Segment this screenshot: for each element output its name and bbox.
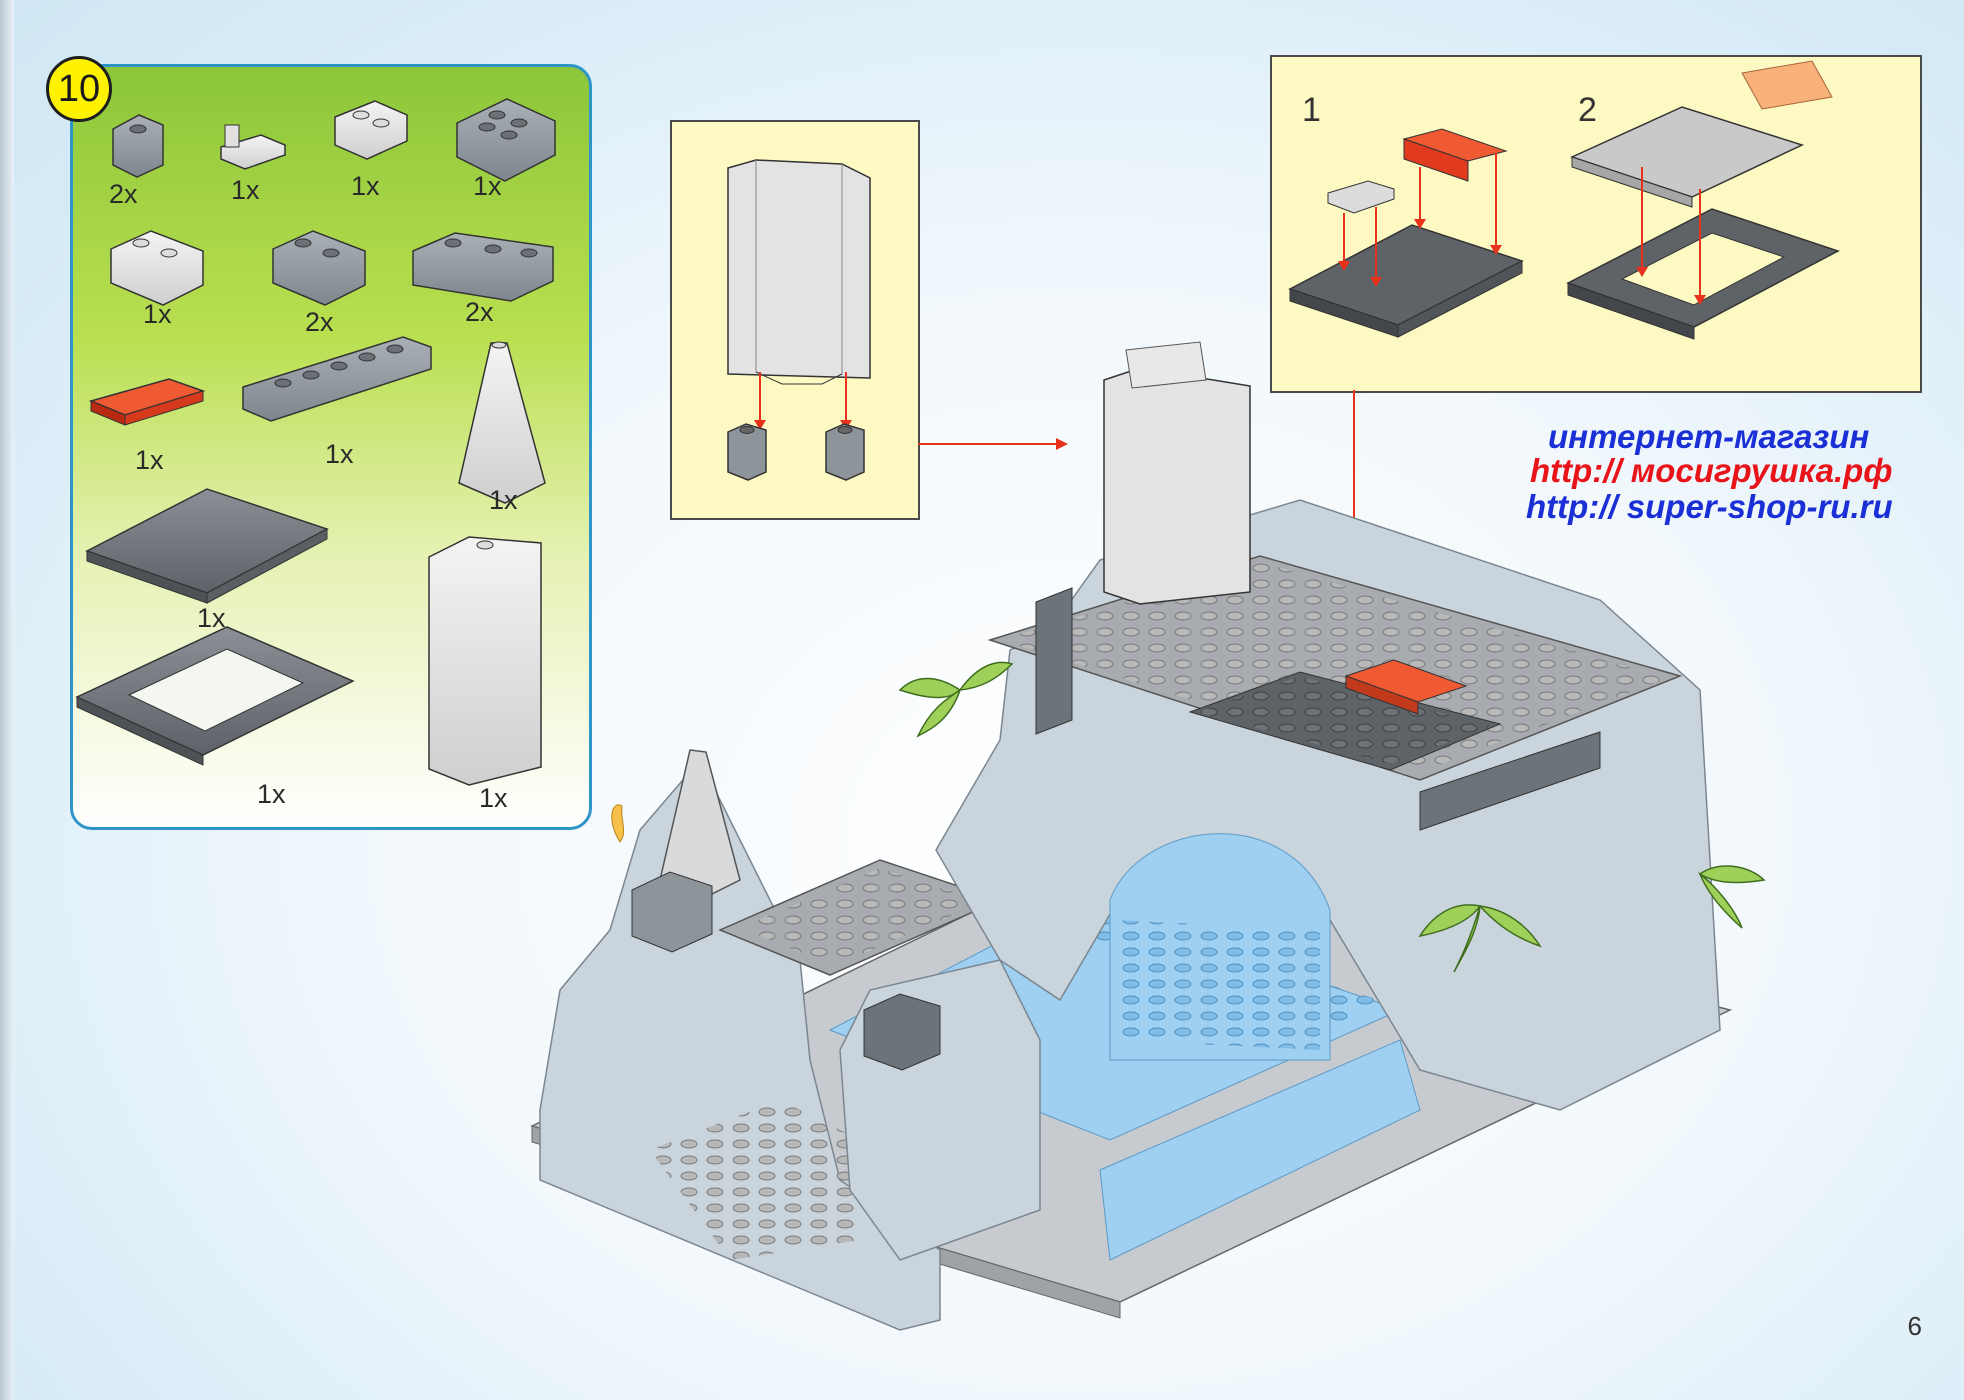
- part-qty: 2x: [305, 307, 334, 337]
- part-tile-red: [88, 378, 206, 426]
- part-plate-6x6-dark: [85, 488, 329, 604]
- page-number: 6: [1907, 1311, 1922, 1341]
- promo-line-url-ru[interactable]: http:// мосигрушка.рф: [1530, 452, 1893, 489]
- promo-line-shop: интернет-магазин: [1548, 418, 1870, 455]
- callout-panel-illustration: [727, 159, 871, 481]
- part-qty: 1x: [325, 439, 354, 469]
- part-brick-1x6-dark: [242, 336, 432, 422]
- part-qty: 1x: [479, 783, 508, 813]
- substep-number: 2: [1578, 91, 1597, 129]
- substep-number: 1: [1302, 91, 1321, 129]
- callout-panel-assembly: [670, 120, 920, 520]
- part-qty: 1x: [351, 171, 380, 201]
- part-clip-plate: [220, 124, 286, 170]
- part-corner-brick-dark-long: [412, 232, 554, 302]
- part-qty: 2x: [465, 297, 494, 327]
- part-panel-tall-light: [428, 536, 542, 786]
- part-corner-brick-light: [110, 230, 204, 306]
- part-qty: 1x: [231, 175, 260, 205]
- callout-substeps: 1 2: [1270, 55, 1922, 393]
- parts-list-panel: 2x 1x 1x 1x 1x 2x 2x 1x 1x 1x 1x 1x 1x: [70, 64, 592, 830]
- palm-leaves: [898, 661, 1766, 973]
- part-qty: 1x: [197, 603, 226, 633]
- part-qty: 1x: [489, 485, 518, 515]
- part-qty: 1x: [143, 299, 172, 329]
- part-qty: 2x: [109, 179, 138, 209]
- part-brick-1x2-light: [334, 100, 408, 160]
- part-slope-cone-light: [458, 341, 546, 504]
- part-qty: 1x: [473, 171, 502, 201]
- part-brick-2x2-dark: [456, 98, 556, 182]
- part-qty: 1x: [135, 445, 164, 475]
- page-binding-edge: [0, 0, 14, 1400]
- callout-substeps-illustration: [1288, 60, 1840, 340]
- part-qty: 1x: [257, 779, 286, 809]
- part-brick-1x1-dark: [112, 114, 164, 178]
- part-corner-brick-dark: [272, 230, 366, 306]
- step-number-badge: 10: [46, 56, 112, 122]
- promo-line-url-supershop[interactable]: http:// super-shop-ru.ru: [1526, 488, 1893, 525]
- parts-illustrations: [75, 98, 556, 786]
- part-frame-plate-dark: [75, 626, 355, 766]
